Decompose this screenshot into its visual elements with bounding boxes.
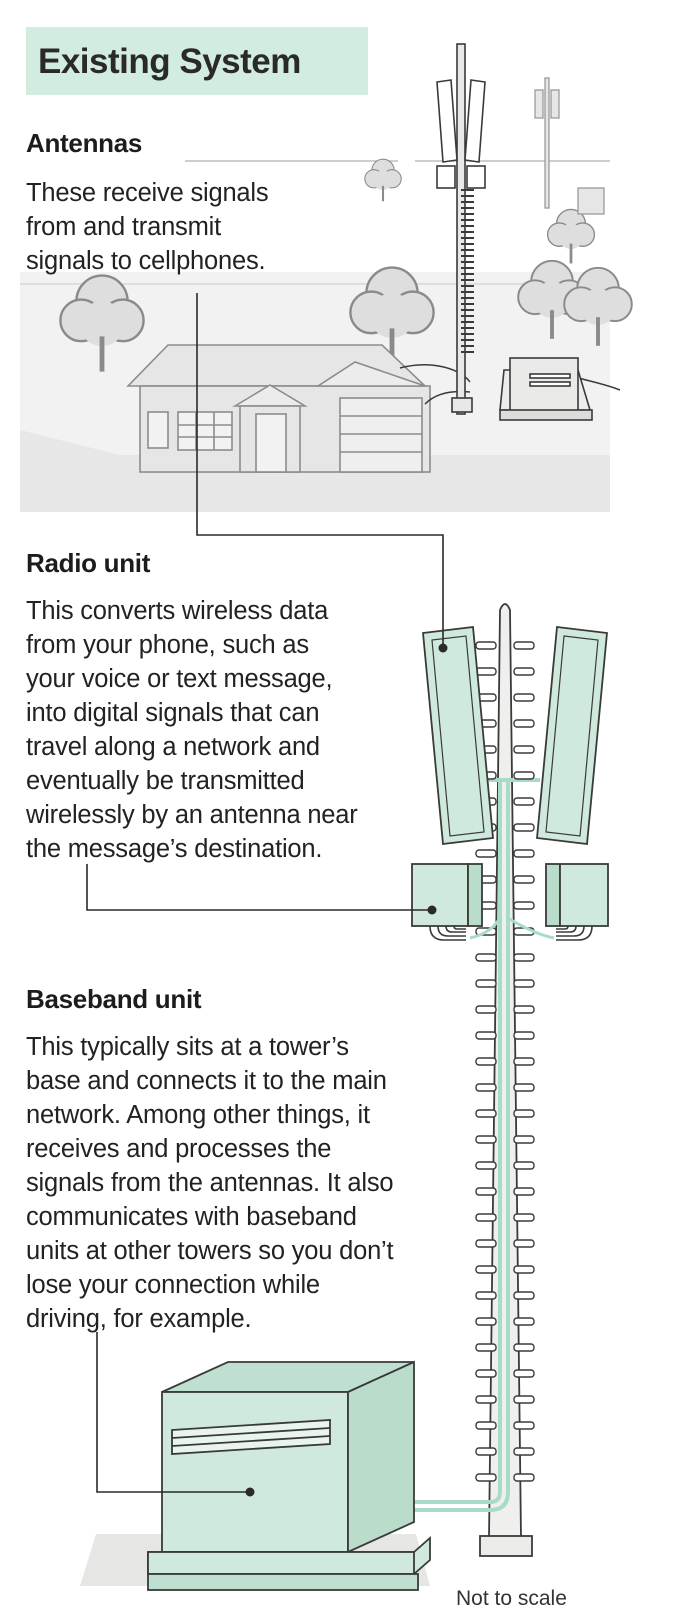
small-cabinet-icon — [499, 357, 593, 421]
antennas-heading: Antennas — [26, 128, 143, 158]
leader-lines — [86, 293, 444, 1493]
title-banner: Existing System — [26, 27, 368, 95]
distant-tower-icon — [534, 77, 605, 215]
page-title: Existing System — [38, 42, 301, 81]
scale-note: Not to scale — [456, 1587, 567, 1610]
radio-unit-icon — [411, 863, 609, 941]
radio-unit-description: This converts wireless data from your ph… — [26, 597, 358, 863]
baseband-unit-heading: Baseband unit — [26, 984, 202, 1014]
leader-dots — [245, 643, 448, 1497]
small-tower-icon — [436, 43, 486, 415]
radio-unit-heading: Radio unit — [26, 548, 151, 578]
house-icon — [126, 344, 431, 473]
baseband-unit-icon — [80, 1360, 431, 1591]
antennas-description: These receive signals from and transmit … — [26, 179, 269, 275]
baseband-unit-description: This typically sits at a tower’s base an… — [26, 1033, 394, 1333]
antenna-panel-icon — [422, 625, 608, 846]
